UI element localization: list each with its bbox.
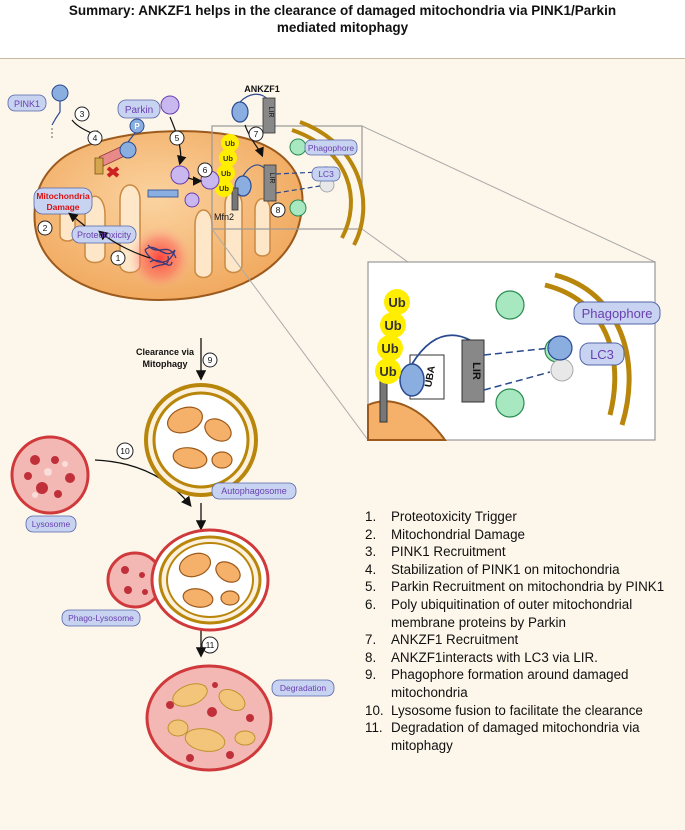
step-11-label: 11 [206, 640, 215, 650]
label-parkin: Parkin [125, 105, 153, 116]
zoom-inset-large [367, 261, 661, 441]
mitochondrion [33, 130, 304, 302]
pink1-stabilized [94, 118, 145, 178]
step-markers [37, 106, 286, 654]
title-line-2: mediated mitophagy [276, 20, 409, 35]
label-proteotoxicity: Proteotoxicity [77, 230, 132, 240]
lysosome [10, 435, 90, 515]
label-clearance-2: Mitophagy [143, 359, 188, 369]
label-mitochondria-damage-2: Damage [46, 202, 79, 212]
label-degradation: Degradation [280, 683, 327, 693]
ub-chain-large [375, 289, 410, 384]
legend-item: 3.PINK1 Recruitment [365, 544, 506, 560]
legend-item: 1.Proteotoxicity Trigger [365, 509, 517, 524]
step-4-label: 4 [93, 133, 98, 143]
label-phagophore-small: Phagophore [308, 143, 355, 153]
label-pink1: PINK1 [14, 99, 40, 109]
label-lir-top: LIR [267, 107, 274, 118]
legend-item: 5.Parkin Recruitment on mitochondria by … [365, 579, 665, 595]
legend-item: 8.ANKZF1interacts with LC3 via LIR. [365, 649, 598, 665]
legend-item: 11.Degradation of damaged mitochondria v… [365, 720, 640, 753]
label-ub-small-4: Ub [219, 184, 229, 193]
step-2-label: 2 [43, 223, 48, 233]
label-lysosome: Lysosome [32, 519, 71, 529]
degradation-box [271, 679, 335, 697]
label-uba: UBA [423, 365, 438, 388]
legend-item: 6.Poly ubiquitination of outer mitochond… [365, 596, 633, 630]
small-inset-contents [215, 120, 366, 246]
label-ub-large-3: Ub [381, 341, 398, 356]
pink1-free [7, 84, 69, 138]
step-1-label: 1 [116, 253, 121, 263]
label-mfn2: Mfn2 [214, 212, 234, 222]
label-ub-small-2: Ub [223, 154, 233, 163]
legend-item: 4.Stabilization of PINK1 on mitochondria [365, 561, 620, 577]
legend-item: 9.Phagophore formation around damaged mi… [365, 667, 629, 700]
label-p: P [134, 122, 140, 131]
label-lc3-large: LC3 [590, 347, 614, 362]
label-clearance-1: Clearance via [136, 347, 195, 357]
label-ub-large-1: Ub [388, 295, 405, 310]
label-phagophore-large: Phagophore [582, 306, 653, 321]
legend-item: 7.ANKZF1 Recruitment [365, 632, 519, 648]
label-lir-small: LIR [268, 173, 275, 184]
legend-item: 10.Lysosome fusion to facilitate the cle… [365, 702, 643, 718]
step-6-label: 6 [203, 165, 208, 175]
step-9-label: 9 [208, 355, 213, 365]
phago-lysosome-box [61, 609, 141, 627]
label-lir-large: LIR [470, 362, 482, 380]
autophagosome-box [211, 482, 297, 500]
label-lc3-small: LC3 [318, 169, 334, 179]
label-autophagosome: Autophagosome [221, 486, 287, 496]
parkin [117, 95, 220, 208]
lir-box-large [461, 339, 485, 403]
step-legend: 1.Proteotoxicity Trigger 2.Mitochondrial… [365, 508, 677, 754]
legend-item: 2.Mitochondrial Damage [365, 526, 525, 542]
step-7-label: 7 [254, 129, 259, 139]
label-ub-large-2: Ub [384, 318, 401, 333]
diagram-labels: PINK1 Parkin ANKZF1 LIR LIR Phagophore L… [14, 84, 652, 693]
label-ankzf1: ANKZF1 [244, 84, 280, 94]
phago-lysosome [106, 528, 270, 632]
lysosome-box [25, 515, 77, 533]
step-3-label: 3 [80, 109, 85, 119]
label-phago-lysosome: Phago-Lysosome [68, 613, 134, 623]
autophagosome [144, 383, 258, 497]
ub-chain-small [215, 134, 239, 197]
step-8-label: 8 [276, 205, 281, 215]
label-ub-large-4: Ub [379, 364, 396, 379]
mitochondria-damage-box [33, 187, 93, 215]
degradation-lysosome [145, 664, 273, 772]
step-5-label: 5 [175, 133, 180, 143]
step-10-label: 10 [120, 446, 130, 456]
figure-title: Summary: ANKZF1 helps in the clearance o… [0, 2, 685, 36]
label-ub-small-3: Ub [221, 169, 231, 178]
label-mitochondria-damage-1: Mitochondria [36, 191, 90, 201]
ankzf1-free [231, 93, 276, 134]
label-ub-small-1: Ub [225, 139, 235, 148]
title-line-1: Summary: ANKZF1 helps in the clearance o… [68, 3, 617, 18]
